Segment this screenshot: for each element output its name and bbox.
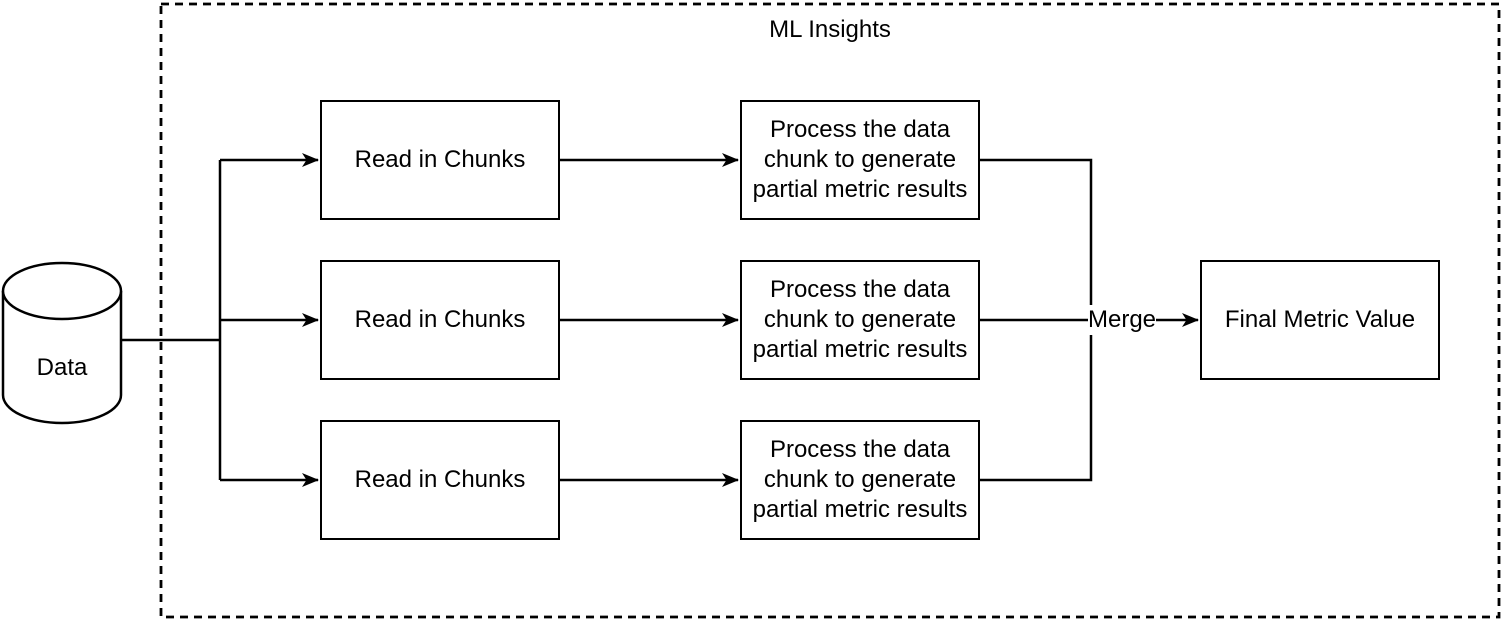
- edge-process-3-to-merge: [980, 320, 1093, 482]
- read-chunks-node-3: Read in Chunks: [320, 420, 560, 540]
- read-chunks-node-3-label: Read in Chunks: [354, 466, 526, 493]
- process-chunk-node-3: Process the data chunk to generate parti…: [740, 420, 980, 540]
- process-chunk-node-1: Process the data chunk to generate parti…: [740, 100, 980, 220]
- merge-edge-label: Merge: [1088, 305, 1157, 335]
- process-chunk-node-3-label: Process the data chunk to generate parti…: [752, 436, 968, 523]
- edge-process-1-to-merge: [980, 158, 1093, 320]
- read-chunks-node-2: Read in Chunks: [320, 260, 560, 380]
- diagram-title: ML Insights: [769, 16, 891, 43]
- read-chunks-node-2-label: Read in Chunks: [354, 306, 526, 333]
- data-store-label: Data: [36, 354, 88, 381]
- read-chunks-node-1: Read in Chunks: [320, 100, 560, 220]
- process-chunk-node-2: Process the data chunk to generate parti…: [740, 260, 980, 380]
- data-cylinder-shape: [1, 261, 123, 425]
- read-chunks-node-1-label: Read in Chunks: [354, 146, 526, 173]
- process-chunk-node-2-label: Process the data chunk to generate parti…: [752, 276, 968, 363]
- process-chunk-node-1-label: Process the data chunk to generate parti…: [752, 116, 968, 203]
- final-metric-value-node: Final Metric Value: [1200, 260, 1440, 380]
- final-metric-value-label: Final Metric Value: [1224, 306, 1416, 333]
- ml-insights-container-border: [159, 2, 1501, 619]
